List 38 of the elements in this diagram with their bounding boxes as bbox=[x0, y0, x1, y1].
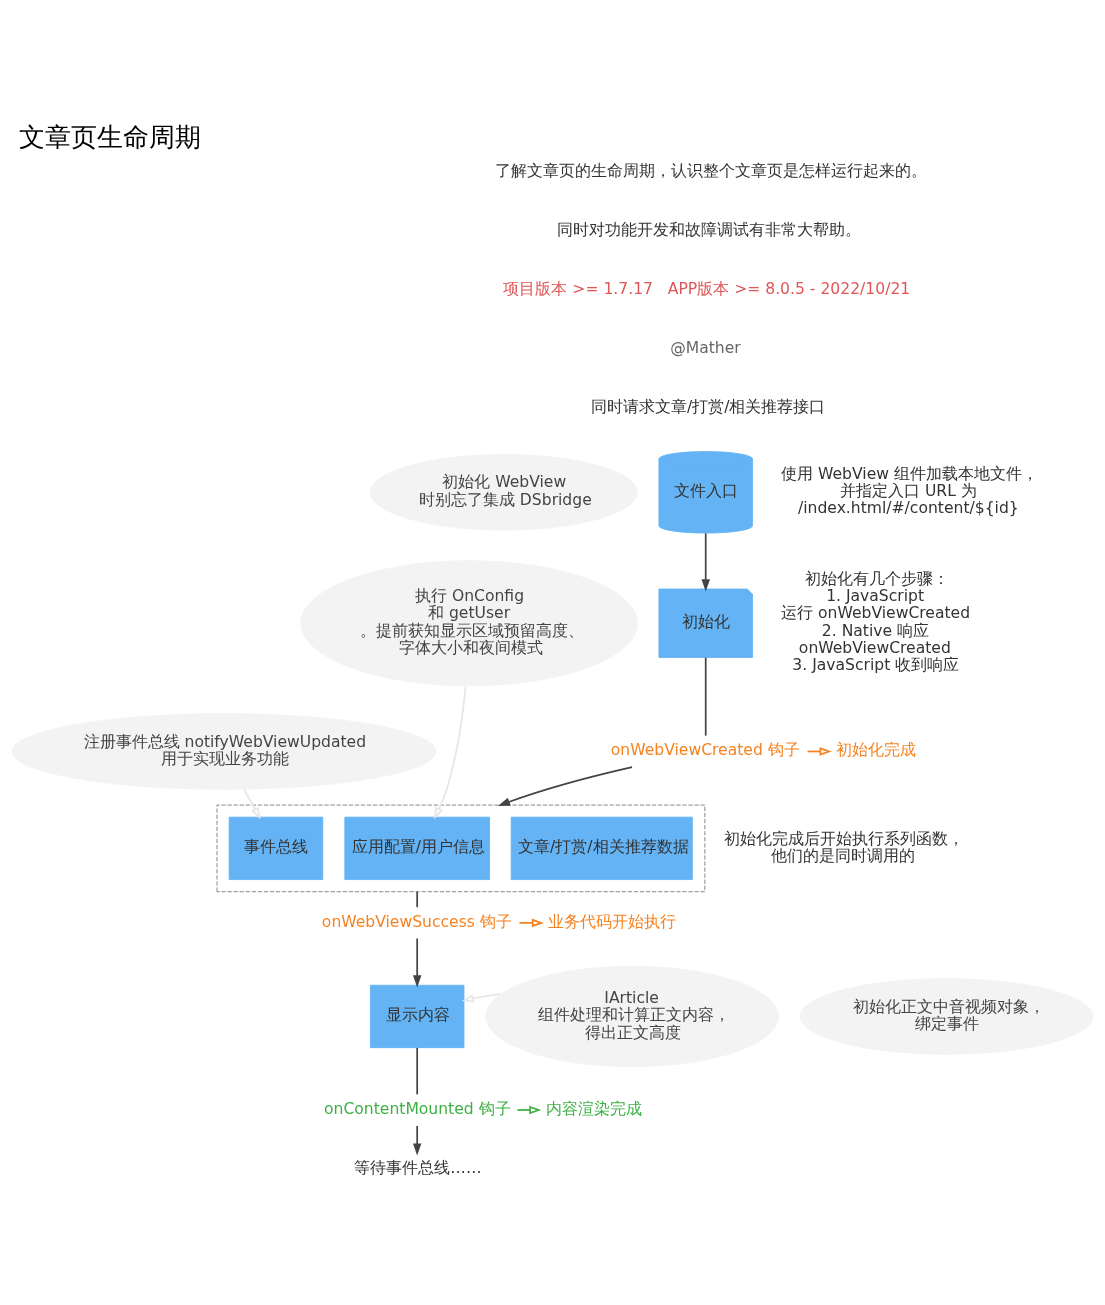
node-text: onWebViewCreated 钩子 bbox=[610, 740, 800, 759]
label: 同时对功能开发和故障调试有非常大帮助。 bbox=[557, 220, 862, 239]
node-ellipse: 执行 OnConfig 和 getUser 。提前获知显示区域预留高度、字体大小和夜间模式 bbox=[300, 559, 639, 686]
node-text: onContentMounted 钩子 bbox=[324, 1099, 511, 1118]
arrow bbox=[518, 918, 544, 927]
node-ellipse: 注册事件总线 notifyWebViewUpdated 用于实现业务功能 bbox=[11, 712, 437, 790]
node-label: 初始化完成后开始执行系列函数，他们的是同时调用的 bbox=[724, 829, 965, 865]
arrow bbox=[516, 1105, 542, 1114]
arrow bbox=[412, 1124, 422, 1156]
arrow bbox=[433, 684, 467, 819]
node-box: 应用配置/用户信息 bbox=[344, 816, 490, 880]
node-box: 显示内容 bbox=[369, 984, 465, 1048]
arrow bbox=[412, 937, 422, 987]
node-label: 使用 WebView 组件加载本地文件，并指定入口 URL 为 /index.html/#/content/${id} bbox=[781, 464, 1038, 517]
arrow bbox=[461, 992, 502, 1002]
diagram-title: 文章页生命周期 bbox=[19, 121, 202, 152]
node-text: onWebViewSuccess 钩子 bbox=[321, 912, 512, 931]
connector bbox=[416, 890, 419, 908]
label: 项目版本 >= 1.7.17 APP版本 >= 8.0.5 - 2022/10/21 bbox=[503, 279, 911, 298]
node-text: 初始化完成 bbox=[836, 740, 917, 759]
label: 了解文章页的生命周期，认识整个文章页是怎样运行起来的。 bbox=[494, 161, 927, 180]
node-label: 3. JavaScript 收到响应 bbox=[792, 655, 960, 674]
arrow bbox=[701, 532, 710, 591]
connector bbox=[416, 1046, 419, 1095]
node-text: 等待事件总线…… bbox=[354, 1158, 482, 1177]
arrow bbox=[497, 765, 633, 806]
node-box: 文章/打赏/相关推荐数据 bbox=[510, 816, 693, 880]
node-text: 内容渲染完成 bbox=[545, 1099, 642, 1118]
node-ellipse: IArticle 组件处理和计算正文内容，得出正文高度 bbox=[485, 965, 779, 1067]
arrow bbox=[243, 788, 261, 819]
node-label: 2. Native 响应 onWebViewCreated bbox=[798, 621, 951, 657]
node-label: 1. JavaScript 运行 onWebViewCreated bbox=[781, 586, 971, 622]
label: 同时请求文章/打赏/相关推荐接口 bbox=[590, 397, 826, 416]
node-label: 初始化有几个步骤： bbox=[804, 569, 949, 588]
node-text: 业务代码开始执行 bbox=[548, 912, 677, 931]
node-box: 事件总线 bbox=[228, 816, 324, 880]
label: @Mather bbox=[670, 338, 741, 357]
connector bbox=[704, 656, 707, 736]
